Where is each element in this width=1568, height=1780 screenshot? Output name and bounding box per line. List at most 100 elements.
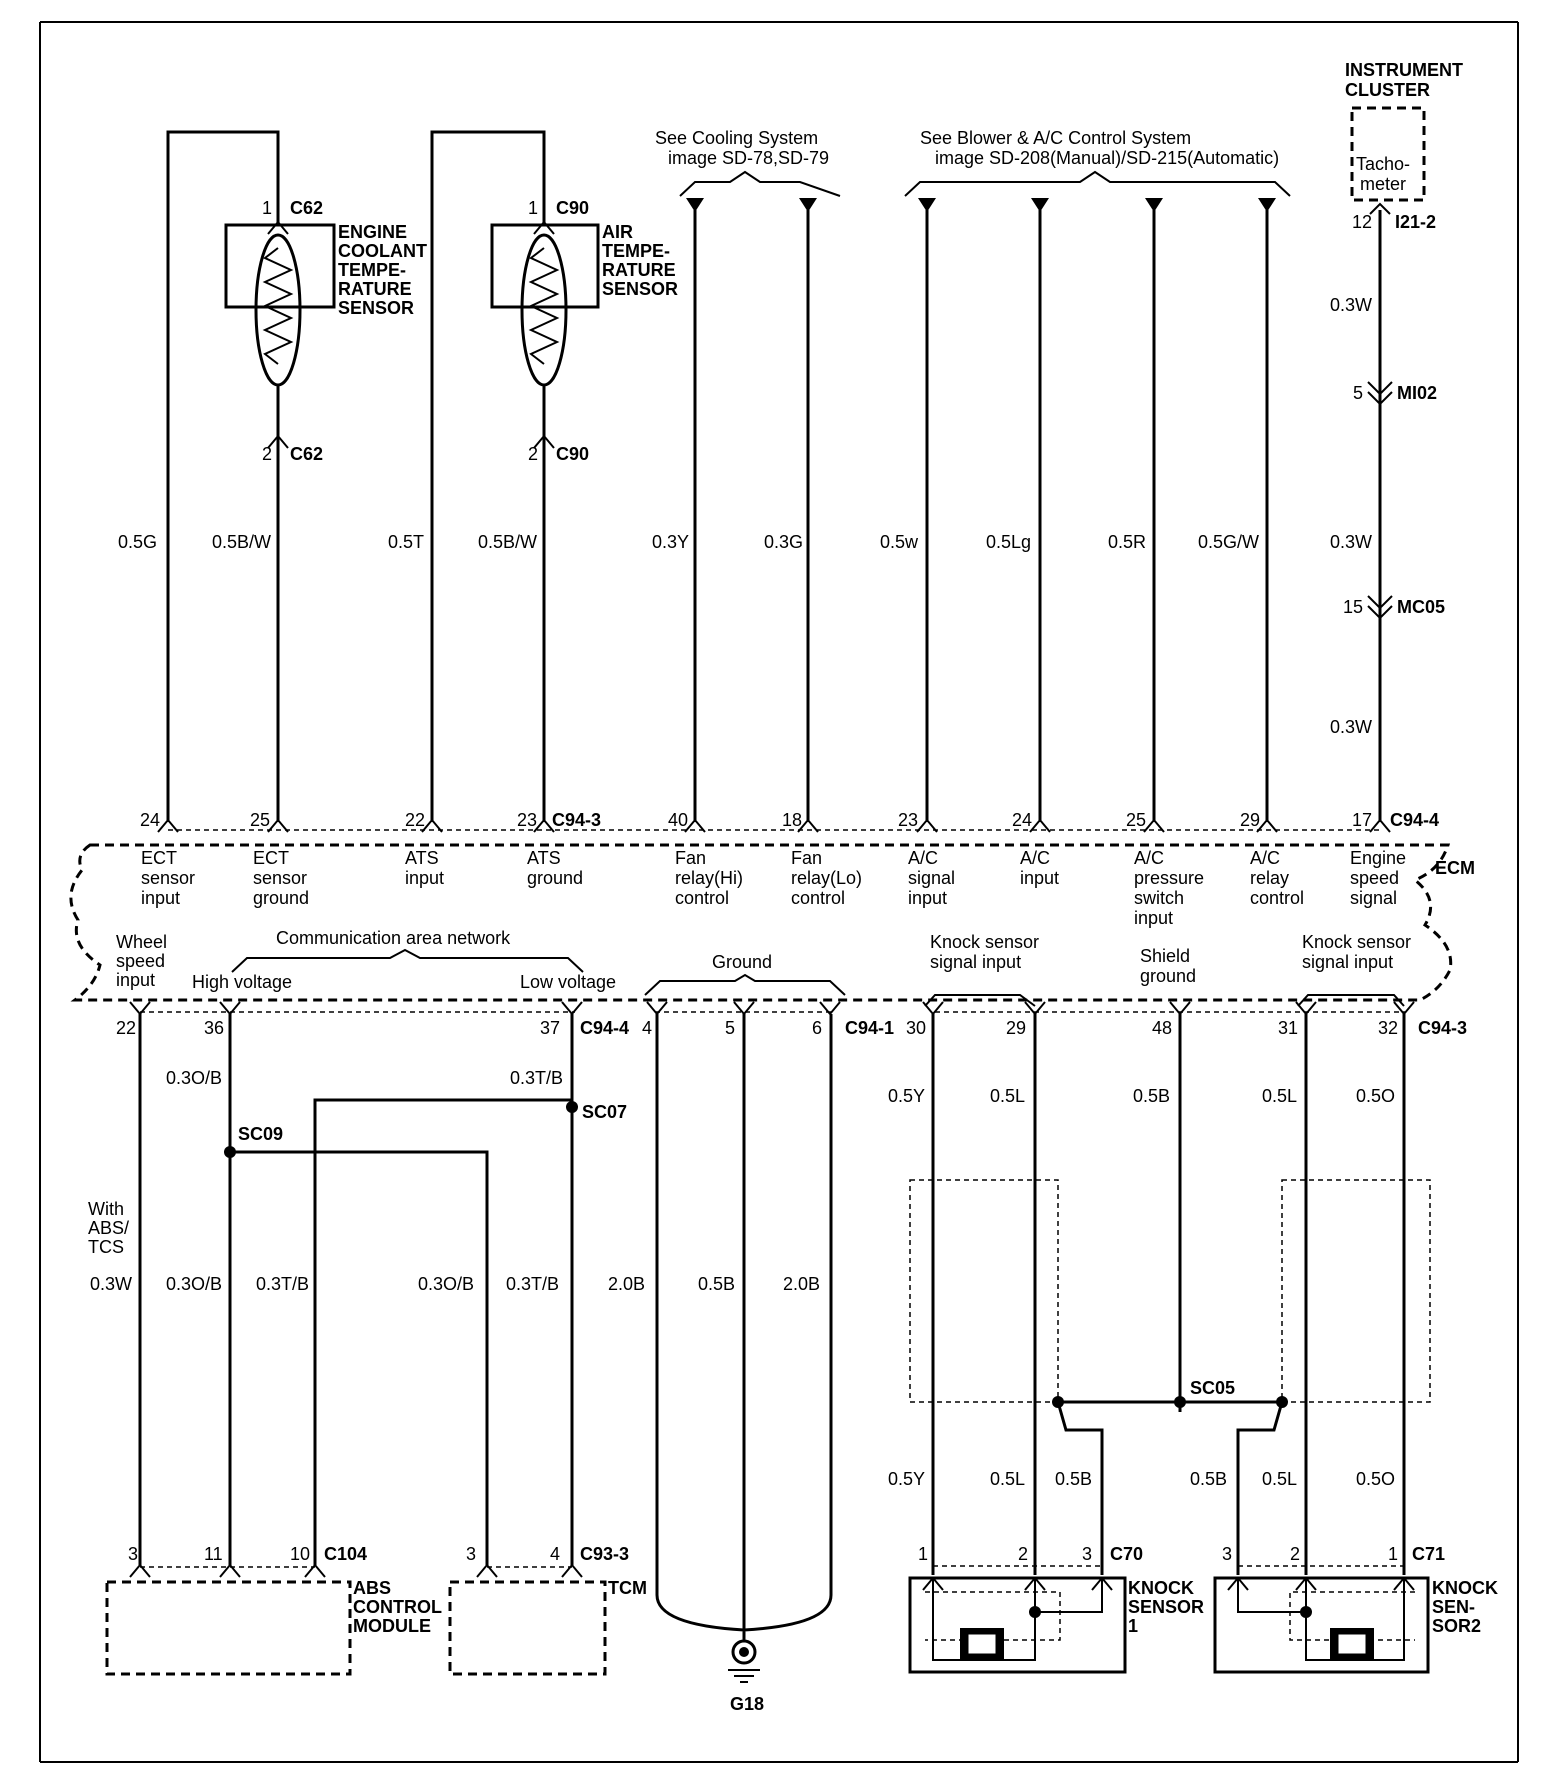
label-wires_bottom-k1: 0.5Y (888, 1086, 925, 1106)
label-ecm-fan_lo-0: Fan (791, 848, 822, 868)
tachometer-label1: Tacho- (1356, 154, 1410, 174)
wire-0.5BW-1: 0.5B/W (212, 532, 271, 552)
label-modules-abs_pins-0: 3 (128, 1544, 138, 1564)
ecm-pin-25b: 25 (1126, 810, 1146, 830)
ats-name-4: SENSOR (602, 279, 678, 299)
wire-0.5T: 0.5T (388, 532, 424, 552)
knock-sensor-2: 3 2 1 C71 KNOCK SEN- SOR2 (1213, 1544, 1498, 1674)
label-wires_bottom-sc09: SC09 (238, 1124, 283, 1144)
label-ecm-high_voltage: High voltage (192, 972, 292, 992)
ecm-outline (69, 843, 1453, 1002)
label-ecm-knock1-1: signal input (930, 952, 1021, 972)
label-ecm-wheel_speed-0: Wheel (116, 932, 167, 952)
top-wire-labels: 0.5G 0.5B/W 0.5T 0.5B/W 0.3Y 0.3G 0.5w 0… (118, 295, 1372, 737)
label-ecm-ac_pressure-2: switch (1134, 888, 1184, 908)
ecm-pin-24b: 24 (1012, 810, 1032, 830)
ect-pin2: 2 (262, 444, 272, 464)
label-ecm_bottom_pins-p31: 31 (1278, 1018, 1298, 1038)
ats-name-1: AIR (602, 222, 633, 242)
label-modules-ks1_pins-1: 2 (1018, 1544, 1028, 1564)
label-wires_bottom-k2b: 0.5L (990, 1469, 1025, 1489)
mc05-conn: MC05 (1397, 597, 1445, 617)
label-wires_bottom-l3: 0.3T/B (256, 1274, 309, 1294)
label-modules-ks1_name-0: KNOCK (1128, 1578, 1194, 1598)
ecm-pin-25: 25 (250, 810, 270, 830)
label-wires_bottom-k3: 0.5B (1133, 1086, 1170, 1106)
tachometer-box (1350, 106, 1426, 202)
label-wires_bottom-k2: 0.5L (990, 1086, 1025, 1106)
blower-note-line1: See Blower & A/C Control System (920, 128, 1191, 148)
label-ecm-ac_pressure-0: A/C (1134, 848, 1164, 868)
label-modules-abs_name-2: MODULE (353, 1616, 431, 1636)
label-wires_bottom-g2: 0.5B (698, 1274, 735, 1294)
cooling-note: See Cooling System image SD-78,SD-79 (655, 128, 841, 197)
label-wires_bottom-can_lo: 0.3T/B (510, 1068, 563, 1088)
mi02-pin: 5 (1353, 383, 1363, 403)
wire-0.3W-a: 0.3W (1330, 295, 1372, 315)
label-ecm_bottom_pins-p4: 4 (642, 1018, 652, 1038)
cooling-note-line1: See Cooling System (655, 128, 818, 148)
wire-0.3G: 0.3G (764, 532, 803, 552)
label-wires_bottom-g1: 2.0B (608, 1274, 645, 1294)
label-ecm_bottom_pins-c944: C94-4 (580, 1018, 629, 1038)
ecm-label: ECM (1435, 858, 1475, 878)
label-ecm-ac_pressure-3: input (1134, 908, 1173, 928)
label-ecm-ect_input-1: sensor (141, 868, 195, 888)
label-ecm-ac_input-0: A/C (1020, 848, 1050, 868)
ats-sensor: 1 C90 2 C90 AIR TEMPE- RATURE SENSOR (430, 130, 678, 820)
ats-thermistor (520, 233, 568, 387)
label-ecm-engine_speed-0: Engine (1350, 848, 1406, 868)
tcm: 3 4 C93-3 TCM (448, 1544, 647, 1676)
label-ecm_bottom_pins-p37: 37 (540, 1018, 560, 1038)
label-wires_bottom-ws: 0.3W (90, 1274, 132, 1294)
label-ecm_bottom_pins-p32: 32 (1378, 1018, 1398, 1038)
label-ecm-wheel_speed-2: input (116, 970, 155, 990)
label-wires_bottom-g3: 2.0B (783, 1274, 820, 1294)
label-ecm_bottom_pins-p5: 5 (725, 1018, 735, 1038)
label-ecm-ats_input-0: ATS (405, 848, 439, 868)
ect-name-2: COOLANT (338, 241, 427, 261)
ecm-pin-23: 23 (517, 810, 537, 830)
label-wires_bottom-l2: 0.3O/B (166, 1274, 222, 1294)
label-wires_bottom-abs_note-0: With (88, 1199, 124, 1219)
label-modules-g18: G18 (730, 1694, 764, 1714)
label-modules-ks2_name-0: KNOCK (1432, 1578, 1498, 1598)
tach-connector: I21-2 (1395, 212, 1436, 232)
label-wires_bottom-sc05: SC05 (1190, 1378, 1235, 1398)
label-ecm-wheel_speed-1: speed (116, 951, 165, 971)
ats-pin2: 2 (528, 444, 538, 464)
ecm-top-pins: 24 25 22 23 C94-3 40 18 23 24 25 29 17 C… (140, 810, 1439, 833)
label-wires_bottom-k5: 0.5O (1356, 1086, 1395, 1106)
label-ecm_bottom_pins-p29: 29 (1006, 1018, 1026, 1038)
wire-0.5GW: 0.5G/W (1198, 532, 1259, 552)
label-modules-abs_conn: C104 (324, 1544, 367, 1564)
label-wires_bottom-can_hi: 0.3O/B (166, 1068, 222, 1088)
ecm-pin-24: 24 (140, 810, 160, 830)
knock-sensor-1: 1 2 3 C70 KNOCK SENSOR 1 (908, 1544, 1204, 1674)
ect-thermistor (254, 233, 302, 387)
label-wires_bottom-abs_note-2: TCS (88, 1237, 124, 1257)
label-ecm_bottom_pins-p6: 6 (812, 1018, 822, 1038)
top-wires: 5 MI02 15 MC05 (686, 198, 1445, 820)
label-ecm-ats_input-1: input (405, 868, 444, 888)
ect-pin1: 1 (262, 198, 272, 218)
ecm-conn-c94-4-top: C94-4 (1390, 810, 1439, 830)
label-wires_bottom-k6b: 0.5O (1356, 1469, 1395, 1489)
label-ecm-ac_relay-1: relay (1250, 868, 1289, 888)
label-ecm-ect_input-2: input (141, 888, 180, 908)
label-ecm-engine_speed-2: signal (1350, 888, 1397, 908)
label-modules-abs_name-0: ABS (353, 1578, 391, 1598)
label-modules-ks1_pins-0: 1 (918, 1544, 928, 1564)
label-ecm-ac_signal-2: input (908, 888, 947, 908)
wire-0.3Y: 0.3Y (652, 532, 689, 552)
label-ecm_bottom_pins-p36: 36 (204, 1018, 224, 1038)
label-ecm-knock2-0: Knock sensor (1302, 932, 1411, 952)
label-wires_bottom-k1b: 0.5Y (888, 1469, 925, 1489)
ats-pin1: 1 (528, 198, 538, 218)
label-modules-tcm_conn: C93-3 (580, 1544, 629, 1564)
label-modules-tcm_name: TCM (608, 1578, 647, 1598)
label-ecm_bottom_pins-p30: 30 (906, 1018, 926, 1038)
ecm-pin-17: 17 (1352, 810, 1372, 830)
label-ecm-ac_signal-0: A/C (908, 848, 938, 868)
label-modules-ks1_name-1: SENSOR (1128, 1597, 1204, 1617)
